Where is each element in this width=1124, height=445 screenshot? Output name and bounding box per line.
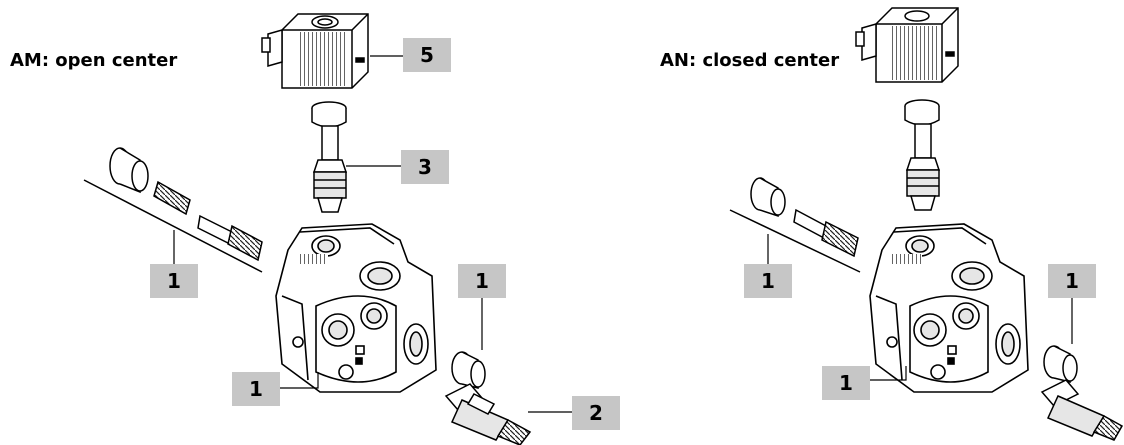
solenoid-coil-right <box>855 7 959 83</box>
heading-closed-center: AN: closed center <box>660 50 840 71</box>
relief-valve-right <box>1040 379 1124 441</box>
plug-kit-right <box>729 177 861 273</box>
leader-lines-right <box>767 234 1073 381</box>
callout-relief-valve: 2 <box>572 396 620 430</box>
callout-plug-kit-right: 1 <box>744 264 792 298</box>
callout-solenoid-coil: 5 <box>403 38 451 72</box>
plug-kit-left <box>83 147 263 273</box>
relief-valve-left <box>444 383 532 445</box>
plug-side-right <box>1043 345 1078 383</box>
callout-plug-side-left: 1 <box>458 264 506 298</box>
am-assembly <box>83 13 572 445</box>
leader-lines-left <box>173 55 572 413</box>
callout-cartridge-valve: 3 <box>401 150 449 184</box>
an-assembly <box>729 7 1124 441</box>
solenoid-coil-left <box>261 13 369 89</box>
callout-plug-side-right: 1 <box>1048 264 1096 298</box>
valve-body-right <box>869 223 1029 393</box>
valve-body-left <box>275 223 437 393</box>
callout-plug-bottom-left: 1 <box>232 372 280 406</box>
cartridge-valve-left <box>311 101 348 213</box>
cartridge-valve-right <box>904 99 941 211</box>
spring-left <box>153 180 191 216</box>
heading-open-center: AM: open center <box>10 50 178 71</box>
callout-plug-kit-left: 1 <box>150 264 198 298</box>
plug-side-left <box>451 351 486 389</box>
callout-plug-bottom-right: 1 <box>822 366 870 400</box>
